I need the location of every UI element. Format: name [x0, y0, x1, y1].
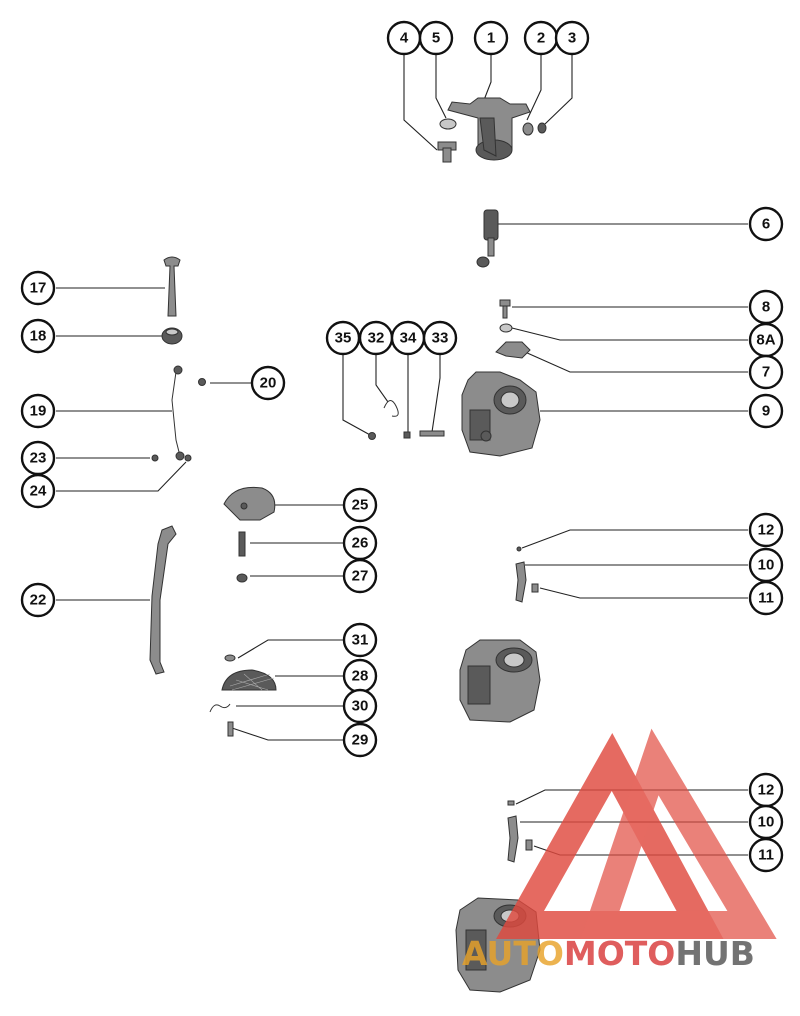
part-17-rod — [163, 256, 181, 317]
callout-35: 35 — [325, 320, 361, 356]
svg-text:35: 35 — [335, 330, 352, 347]
part-28-screen — [221, 654, 277, 691]
svg-text:22: 22 — [30, 592, 47, 609]
callout-1: 1 — [473, 20, 509, 56]
part-18-grommet — [161, 327, 183, 345]
watermark-text: AUTOMOTOHUB — [462, 934, 755, 973]
callout-2: 2 — [523, 20, 559, 56]
watermark-part1: AUTO — [462, 934, 564, 973]
callout-11-lower: 11 — [748, 837, 784, 873]
svg-text:10: 10 — [758, 557, 775, 574]
svg-text:7: 7 — [762, 364, 770, 381]
part-26-27-pin — [236, 531, 248, 583]
callout-29: 29 — [342, 722, 378, 758]
part-20-23-24-clips — [151, 378, 206, 462]
part-19-link-rod — [171, 365, 185, 461]
callout-8a: 8A — [748, 322, 784, 358]
svg-text:25: 25 — [352, 497, 369, 514]
svg-text:8A: 8A — [756, 332, 775, 349]
svg-text:27: 27 — [352, 568, 369, 585]
svg-text:9: 9 — [762, 403, 770, 420]
part-22-throttle-arm — [149, 525, 177, 675]
svg-text:6: 6 — [762, 216, 770, 233]
watermark-part3: HUB — [675, 934, 755, 973]
callout-17: 17 — [20, 270, 56, 306]
callout-7: 7 — [748, 354, 784, 390]
svg-text:24: 24 — [30, 483, 47, 500]
part-9-carburetor-upper — [461, 371, 541, 457]
part-6-needle-valve — [476, 209, 499, 268]
svg-text:28: 28 — [352, 668, 369, 685]
svg-text:32: 32 — [368, 330, 385, 347]
svg-text:17: 17 — [30, 280, 47, 297]
callouts: 4 5 1 2 3 6 8 8A 7 9 12 10 11 12 10 11 3… — [20, 20, 784, 873]
callout-3: 3 — [554, 20, 590, 56]
svg-text:12: 12 — [758, 522, 775, 539]
part-4-5-screw-washer — [437, 118, 457, 163]
svg-text:31: 31 — [352, 632, 369, 649]
callout-25: 25 — [342, 487, 378, 523]
callout-19: 19 — [20, 393, 56, 429]
svg-text:26: 26 — [352, 535, 369, 552]
callout-11: 11 — [748, 580, 784, 616]
svg-text:12: 12 — [758, 782, 775, 799]
watermark-logo: AUTOMOTOHUB — [462, 728, 777, 973]
svg-text:3: 3 — [568, 30, 576, 47]
part-8-screw — [499, 299, 513, 333]
part-25-cam — [223, 486, 276, 521]
callout-18: 18 — [20, 318, 56, 354]
callout-27: 27 — [342, 558, 378, 594]
svg-text:5: 5 — [432, 30, 440, 47]
callout-6: 6 — [748, 206, 784, 242]
callout-8: 8 — [748, 289, 784, 325]
part-32-35-small-parts — [368, 400, 445, 440]
callout-31: 31 — [342, 622, 378, 658]
callout-4: 4 — [386, 20, 422, 56]
leader-lines — [56, 54, 748, 856]
callout-34: 34 — [390, 320, 426, 356]
callout-22: 22 — [20, 582, 56, 618]
svg-text:34: 34 — [400, 330, 417, 347]
callout-10: 10 — [748, 547, 784, 583]
svg-text:2: 2 — [537, 30, 545, 47]
callout-32: 32 — [358, 320, 394, 356]
part-7-lever — [495, 341, 531, 359]
svg-text:29: 29 — [352, 732, 369, 749]
callout-9: 9 — [748, 393, 784, 429]
svg-text:11: 11 — [758, 590, 774, 607]
callout-24: 24 — [20, 473, 56, 509]
svg-text:11: 11 — [758, 847, 774, 864]
svg-text:20: 20 — [260, 375, 277, 392]
part-10-11-12-linkage-upper — [515, 546, 539, 603]
svg-text:8: 8 — [762, 299, 770, 316]
part-10-11-12-linkage-lower — [507, 800, 533, 863]
callout-12: 12 — [748, 512, 784, 548]
svg-text:23: 23 — [30, 450, 47, 467]
svg-text:4: 4 — [400, 30, 409, 47]
svg-text:18: 18 — [30, 328, 47, 345]
part-2-3-fitting — [522, 122, 547, 136]
callout-26: 26 — [342, 525, 378, 561]
svg-text:1: 1 — [487, 30, 495, 47]
svg-text:33: 33 — [432, 330, 449, 347]
callout-12-lower: 12 — [748, 772, 784, 808]
callout-20: 20 — [250, 365, 286, 401]
part-1-fuel-bowl-cover — [447, 97, 531, 161]
part-29-30-screw-clip — [209, 703, 234, 737]
svg-text:30: 30 — [352, 698, 369, 715]
callout-5: 5 — [418, 20, 454, 56]
callout-23: 23 — [20, 440, 56, 476]
callout-10-lower: 10 — [748, 804, 784, 840]
callout-33: 33 — [422, 320, 458, 356]
watermark-part2: MOTO — [564, 934, 675, 973]
callout-30: 30 — [342, 688, 378, 724]
svg-text:19: 19 — [30, 403, 47, 420]
part-carburetor-middle — [459, 639, 541, 723]
svg-text:10: 10 — [758, 814, 775, 831]
callout-28: 28 — [342, 658, 378, 694]
triangle-logo-icon — [496, 728, 777, 939]
